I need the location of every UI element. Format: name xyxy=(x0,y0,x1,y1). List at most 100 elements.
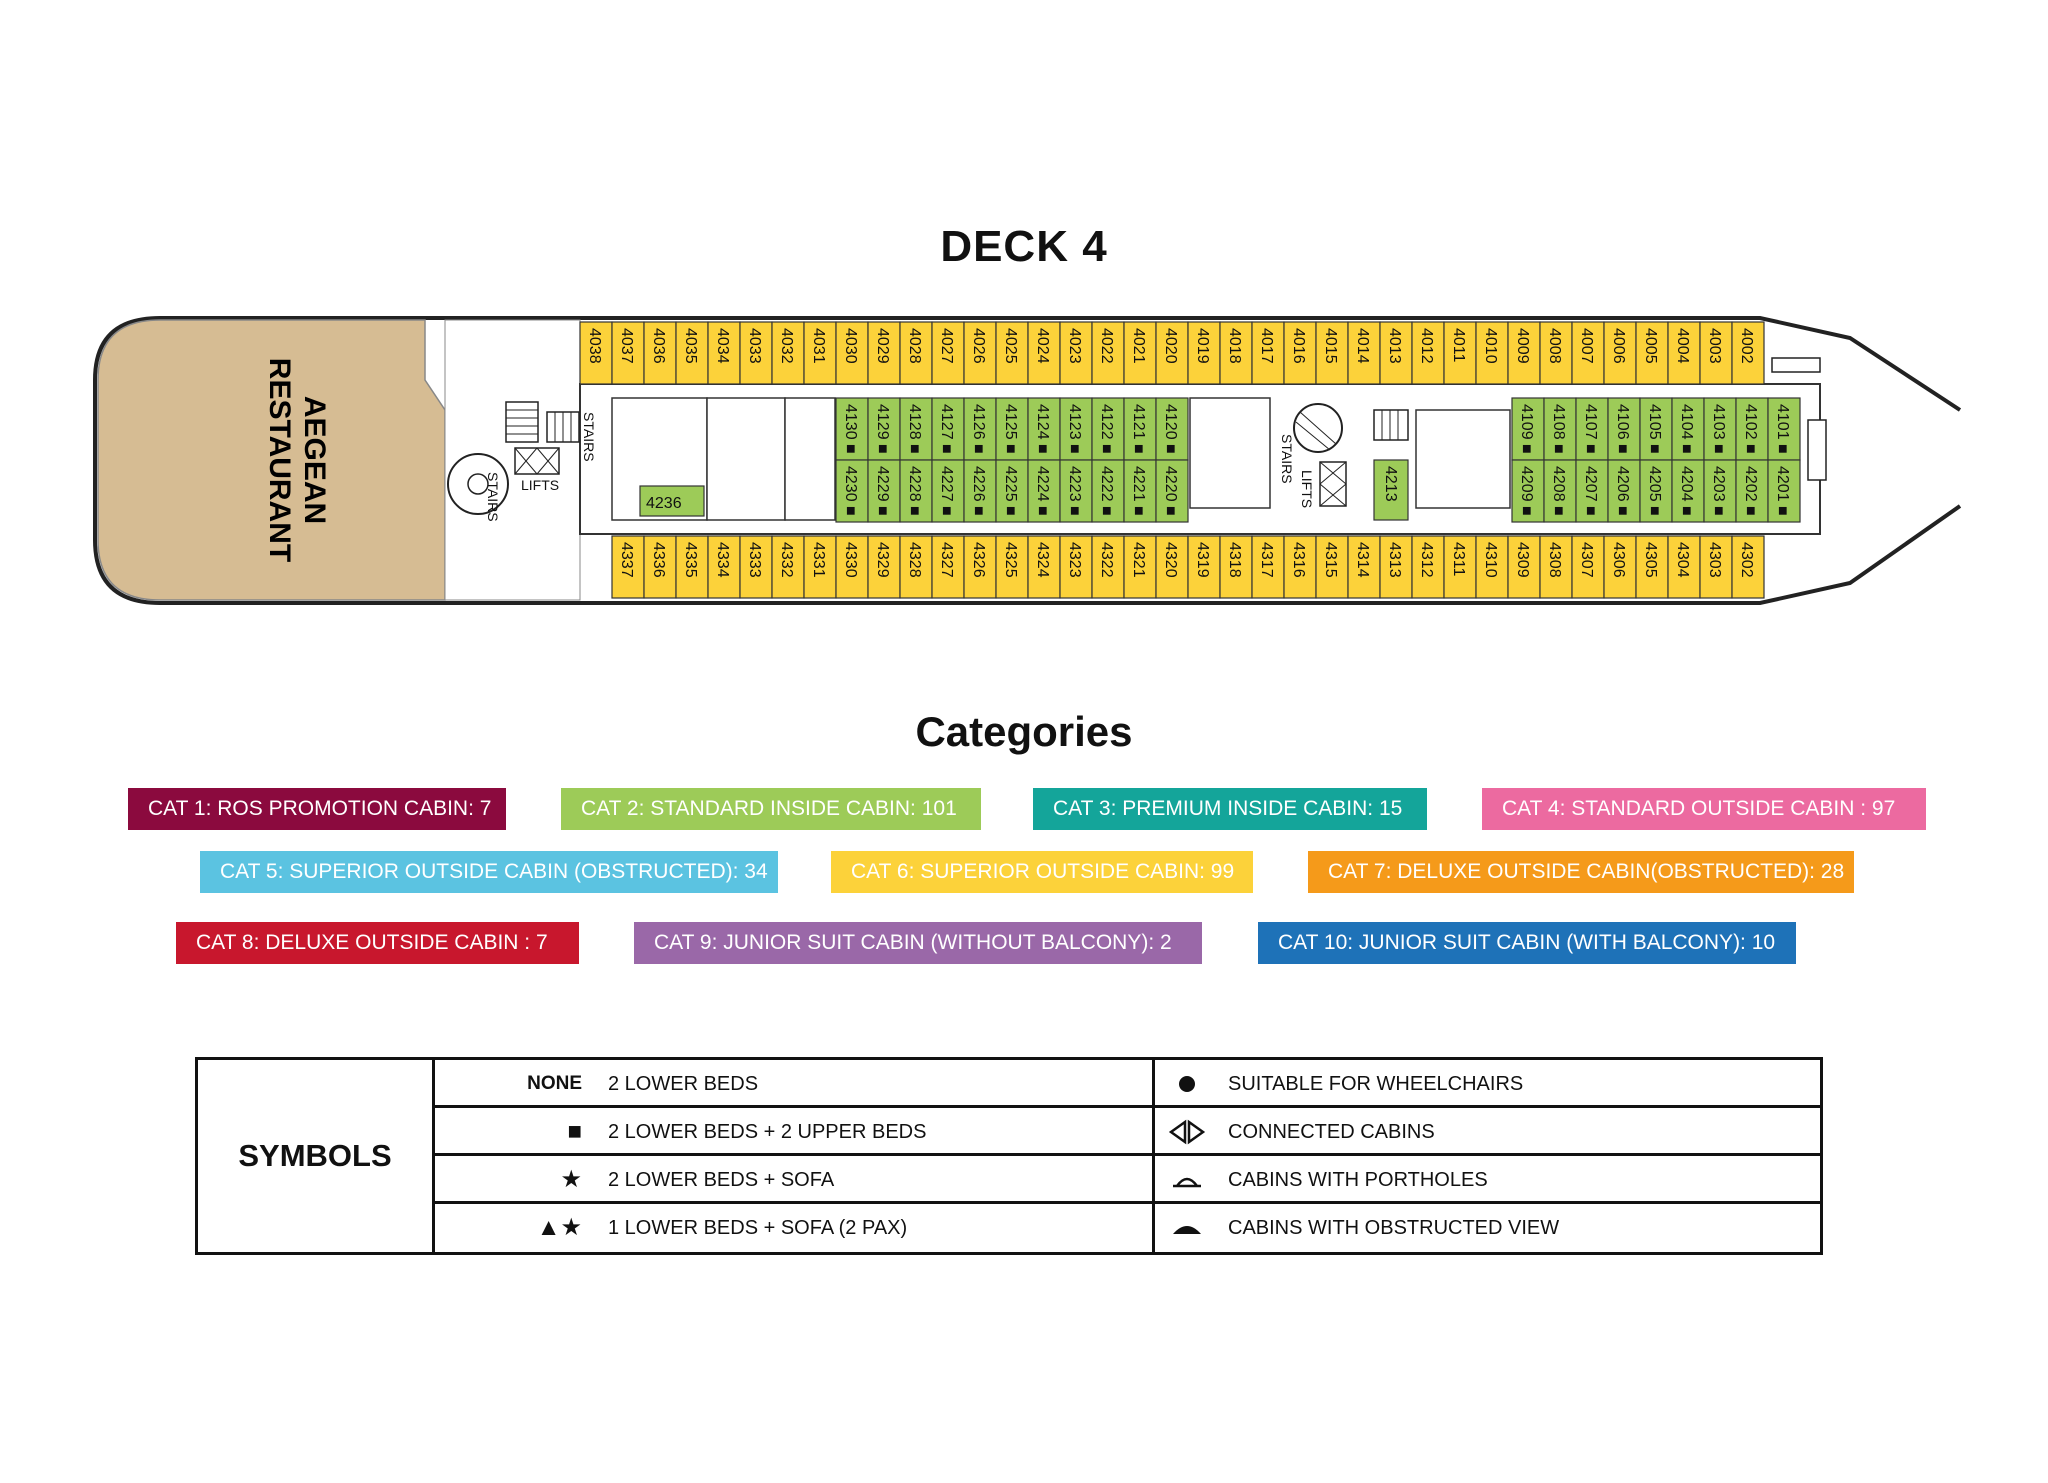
cabin-top-label: 4038 xyxy=(586,328,603,364)
cabin-bottom-label: 4315 xyxy=(1322,542,1339,578)
category-badge-9: CAT 9: JUNIOR SUIT CABIN (WITHOUT BALCON… xyxy=(634,922,1202,964)
feature-row: SUITABLE FOR WHEELCHAIRS xyxy=(1155,1060,1820,1108)
cabin-inner-label: 4207 ■ xyxy=(1582,466,1599,516)
inner-room-right xyxy=(1415,409,1511,509)
symbol-row: NONE 2 LOWER BEDS xyxy=(432,1060,1152,1108)
cabin-4030: 4030 xyxy=(835,321,869,385)
cabin-4022: 4022 xyxy=(1091,321,1125,385)
cabin-top-label: 4008 xyxy=(1546,328,1563,364)
cabin-4334: 4334 xyxy=(707,535,741,599)
porthole-icon xyxy=(1173,1177,1201,1188)
cabin-inner-label: 4228 ■ xyxy=(906,466,923,516)
feature-row: CONNECTED CABINS xyxy=(1155,1108,1820,1156)
symbols-features-column: SUITABLE FOR WHEELCHAIRS CONNECTED CABIN… xyxy=(1155,1060,1820,1252)
cabin-4126: 4126 ■ xyxy=(963,397,997,461)
cabin-4038: 4038 xyxy=(579,321,613,385)
cabin-inner-label: 4224 ■ xyxy=(1034,466,1051,516)
symbol-row: ▲★ 1 LOWER BEDS + SOFA (2 PAX) xyxy=(432,1204,1152,1252)
cabin-4032: 4032 xyxy=(771,321,805,385)
cabin-4201: 4201 ■ xyxy=(1767,459,1801,523)
cabin-inner-label: 4230 ■ xyxy=(842,466,859,516)
cabin-bottom-label: 4326 xyxy=(970,542,987,578)
cabin-bottom-label: 4304 xyxy=(1674,542,1691,578)
cabin-bottom-label: 4310 xyxy=(1482,542,1499,578)
cabin-4221: 4221 ■ xyxy=(1123,459,1157,523)
cabin-4307: 4307 xyxy=(1571,535,1605,599)
symbols-beds-column: NONE 2 LOWER BEDS ■ 2 LOWER BEDS + 2 UPP… xyxy=(432,1060,1155,1252)
cabin-4107: 4107 ■ xyxy=(1575,397,1609,461)
cabin-4020: 4020 xyxy=(1155,321,1189,385)
cabin-4019: 4019 xyxy=(1187,321,1221,385)
cabin-inner-label: 4221 ■ xyxy=(1130,466,1147,516)
cabin-inner-label: 4208 ■ xyxy=(1550,466,1567,516)
cabin-bottom-label: 4336 xyxy=(650,542,667,578)
cabin-4310: 4310 xyxy=(1475,535,1509,599)
cabin-4034: 4034 xyxy=(707,321,741,385)
cabin-top-label: 4022 xyxy=(1098,328,1115,364)
cabin-4209: 4209 ■ xyxy=(1511,459,1545,523)
stairs-left-icon xyxy=(505,401,580,443)
symbol-row: ■ 2 LOWER BEDS + 2 UPPER BEDS xyxy=(432,1108,1152,1156)
stairs-label-mid: STAIRS xyxy=(1279,434,1295,484)
cabin-inner-label: 4120 ■ xyxy=(1162,404,1179,454)
cabin-bottom-label: 4330 xyxy=(842,542,859,578)
cabin-bottom-label: 4332 xyxy=(778,542,795,578)
cabin-4128: 4128 ■ xyxy=(899,397,933,461)
cabin-4012: 4012 xyxy=(1411,321,1445,385)
cabin-bottom-label: 4314 xyxy=(1354,542,1371,578)
cabin-4120: 4120 ■ xyxy=(1155,397,1189,461)
cabin-4207: 4207 ■ xyxy=(1575,459,1609,523)
feature-desc: CONNECTED CABINS xyxy=(1228,1121,1435,1143)
cabin-4205: 4205 ■ xyxy=(1639,459,1673,523)
cabin-4103: 4103 ■ xyxy=(1703,397,1737,461)
cabin-4124: 4124 ■ xyxy=(1027,397,1061,461)
cabin-4311: 4311 xyxy=(1443,535,1477,599)
obstructed-view-icon xyxy=(1173,1226,1201,1234)
restaurant-label-1: AEGEAN xyxy=(298,396,331,524)
cabin-4304: 4304 xyxy=(1667,535,1701,599)
cabin-bottom-label: 4308 xyxy=(1546,542,1563,578)
star-icon: ★ xyxy=(560,1166,582,1193)
cabin-top-label: 4021 xyxy=(1130,328,1147,364)
cabin-4018: 4018 xyxy=(1219,321,1253,385)
category-badge-8: CAT 8: DELUXE OUTSIDE CABIN : 7 xyxy=(176,922,579,964)
cabin-bottom-label: 4313 xyxy=(1386,542,1403,578)
cabin-4317: 4317 xyxy=(1251,535,1285,599)
cabin-top-label: 4011 xyxy=(1450,328,1467,363)
cabin-4109: 4109 ■ xyxy=(1511,397,1545,461)
cabin-4127: 4127 ■ xyxy=(931,397,965,461)
cabin-4021: 4021 xyxy=(1123,321,1157,385)
cabin-4028: 4028 xyxy=(899,321,933,385)
category-badge-7: CAT 7: DELUXE OUTSIDE CABIN(OBSTRUCTED):… xyxy=(1308,851,1854,893)
cabin-4303: 4303 xyxy=(1699,535,1733,599)
cabin-top-label: 4032 xyxy=(778,328,795,364)
cabin-inner-label: 4125 ■ xyxy=(1002,404,1019,454)
cabin-top-label: 4016 xyxy=(1290,328,1307,364)
cabin-inner-label: 4126 ■ xyxy=(970,404,987,454)
cabin-top-label: 4026 xyxy=(970,328,987,364)
cabin-top-label: 4017 xyxy=(1258,328,1275,364)
cabin-bottom-label: 4323 xyxy=(1066,542,1083,578)
cabin-4309: 4309 xyxy=(1507,535,1541,599)
cabin-4036: 4036 xyxy=(643,321,677,385)
cabin-4130: 4130 ■ xyxy=(835,397,869,461)
stairs-label-spiral: STAIRS xyxy=(485,472,501,522)
cabin-top-label: 4007 xyxy=(1578,328,1595,364)
cabin-bottom-label: 4320 xyxy=(1162,542,1179,578)
cabin-4202: 4202 ■ xyxy=(1735,459,1769,523)
categories-title: Categories xyxy=(915,708,1133,755)
cabin-top-label: 4006 xyxy=(1610,328,1627,364)
cabin-4327: 4327 xyxy=(931,535,965,599)
cabin-inner-label: 4127 ■ xyxy=(938,404,955,454)
inner-room-2 xyxy=(706,397,786,521)
deck-plan: AEGEAN RESTAURANT STAIRS LIFTS STAIRS 42… xyxy=(93,316,1962,605)
cabin-4321: 4321 xyxy=(1123,535,1157,599)
cabin-4035: 4035 xyxy=(675,321,709,385)
stairs-mid-icon xyxy=(1293,403,1343,453)
cabin-4326: 4326 xyxy=(963,535,997,599)
lifts-left-icon xyxy=(514,447,560,475)
feature-row: CABINS WITH OBSTRUCTED VIEW xyxy=(1155,1204,1820,1252)
cabin-4323: 4323 xyxy=(1059,535,1093,599)
cabin-4204: 4204 ■ xyxy=(1671,459,1705,523)
cabin-4003: 4003 xyxy=(1699,321,1733,385)
